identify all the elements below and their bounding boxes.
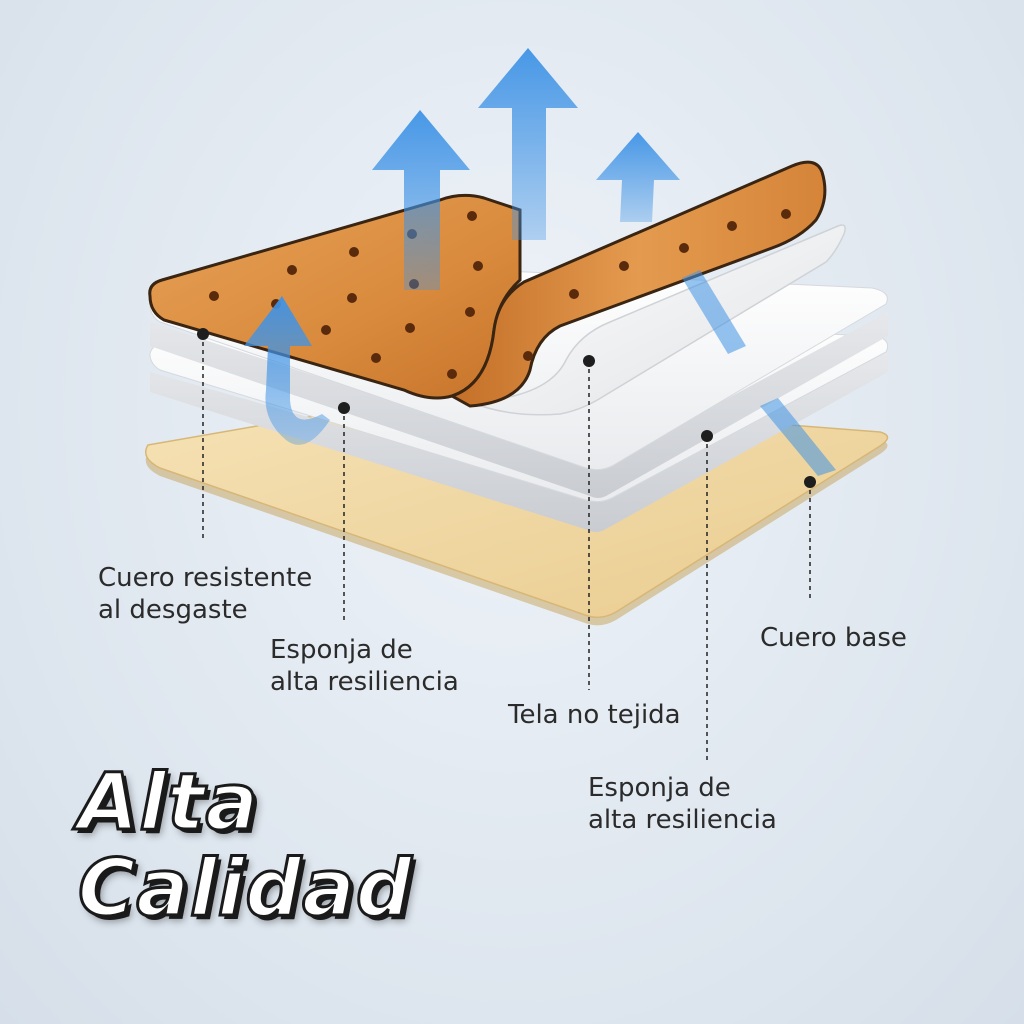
airflow-arrows (244, 48, 836, 476)
label-upper-sponge: Esponja de alta resiliencia (270, 634, 459, 698)
non-woven-fabric-layer (469, 224, 846, 416)
label-base-leather: Cuero base (760, 622, 907, 654)
label-lower-sponge: Esponja de alta resiliencia (588, 772, 777, 836)
headline-line: Alta (77, 758, 260, 848)
headline: Alta Calidad (77, 758, 414, 934)
label-line: Tela no tejida (508, 700, 681, 730)
headline-line: Calidad (77, 844, 414, 934)
arrow-up-icon (372, 110, 470, 290)
curved-arrow-icon (244, 296, 330, 445)
arrow-up-icon (596, 132, 680, 222)
marker-dots (197, 328, 816, 488)
label-non-woven-fabric: Tela no tejida (508, 699, 681, 731)
label-line: al desgaste (98, 595, 248, 625)
label-line: Esponja de (588, 773, 731, 803)
label-line: Cuero resistente (98, 563, 313, 593)
perforation-dots (209, 209, 791, 379)
label-top-leather: Cuero resistente al desgaste (98, 562, 312, 626)
label-line: alta resiliencia (270, 667, 459, 697)
label-line: Esponja de (270, 635, 413, 665)
leader-lines (202, 334, 811, 762)
label-line: Cuero base (760, 623, 907, 653)
label-line: alta resiliencia (588, 805, 777, 835)
arrow-up-icon (478, 48, 578, 240)
diagonal-airflow-icon (682, 270, 746, 354)
diagonal-airflow-icon (760, 398, 836, 476)
